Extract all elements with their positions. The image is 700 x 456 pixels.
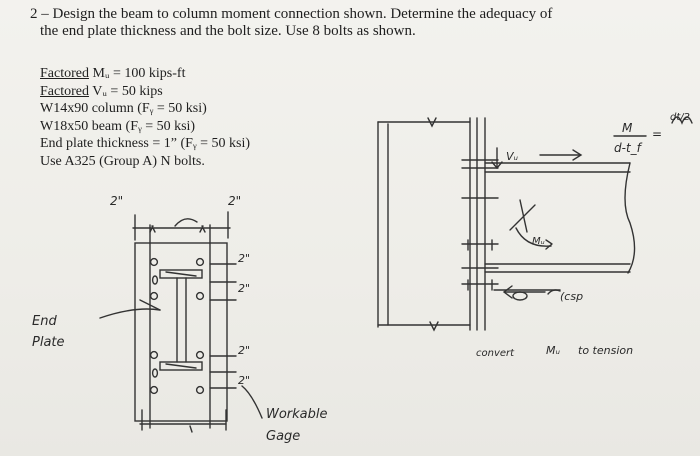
given-end-plate: End plate thickness = 1” (Fᵧ = 50 ksi)	[40, 136, 251, 151]
bolt-hole	[149, 291, 159, 301]
factored-label-2: Factored	[40, 83, 89, 99]
problem-statement: 2 – Design the beam to column moment con…	[30, 6, 670, 40]
given-column: W14x90 column (Fᵧ = 50 ksi)	[40, 101, 207, 116]
label-plate: Plate	[32, 335, 65, 350]
label-convert: convert	[476, 348, 515, 359]
given-shear: Factored Vᵤ = 50 kips	[40, 83, 250, 101]
bolt-hole	[151, 275, 159, 285]
dim-top-right: 2"	[228, 194, 241, 208]
end-plate-elevation	[132, 211, 237, 433]
given-data-list: Factored Mᵤ = 100 kips-ft Factored Vᵤ = …	[40, 65, 250, 170]
problem-line-2: the end plate thickness and the bolt siz…	[40, 23, 416, 39]
given-beam: W18x50 beam (Fᵧ = 50 ksi)	[40, 118, 196, 134]
fraction-numerator: M	[622, 121, 633, 135]
bolt-holes	[149, 257, 205, 395]
connection-side-view	[377, 116, 693, 332]
end-plate-leader	[99, 308, 161, 319]
label-mu-2: Mᵤ	[546, 344, 560, 357]
scribble-note: dt/2	[670, 112, 690, 123]
bolt-hole	[149, 350, 159, 360]
bolt-hole	[195, 350, 205, 360]
given-bolts: Use A325 (Group A) N bolts.	[40, 153, 205, 169]
bolt-hole	[195, 257, 205, 267]
fraction-denominator: d-t_f	[614, 141, 643, 155]
workable-gage-leader	[241, 385, 263, 419]
bolt-hole	[195, 385, 205, 395]
label-to-tension: to tension	[578, 344, 633, 357]
factored-label-1: Factored	[40, 66, 89, 81]
label-vu: Vᵤ	[506, 150, 519, 163]
dim-bolt-c: 2"	[238, 344, 250, 357]
moment-value: Mᵤ = 100 kips-ft	[88, 66, 186, 81]
equals-sign: =	[652, 127, 662, 141]
dim-bolt-a: 2"	[238, 252, 250, 265]
sketch-labels: 2" 2" 2" 2" 2" 2" End Plate Workable Gag…	[32, 112, 690, 444]
label-workable: Workable	[266, 407, 328, 422]
label-end: End	[32, 314, 57, 329]
label-csp: (csp	[560, 290, 583, 303]
bolt-hole	[151, 368, 159, 378]
given-moment: Factored Mᵤ = 100 kips-ft	[40, 65, 250, 83]
dim-bolt-d: 2"	[238, 374, 250, 387]
label-gage: Gage	[266, 429, 300, 444]
bolt-hole	[149, 257, 159, 267]
shear-value: Vᵤ = 50 kips	[88, 83, 163, 99]
bolt-hole	[195, 291, 205, 301]
bolt-hole	[149, 385, 159, 395]
dim-bolt-b: 2"	[238, 282, 250, 295]
dim-top-left: 2"	[110, 194, 123, 208]
label-mu: Mᵤ	[532, 236, 545, 247]
end-plate-outline	[134, 242, 228, 422]
problem-line-1: 2 – Design the beam to column moment con…	[30, 6, 553, 22]
